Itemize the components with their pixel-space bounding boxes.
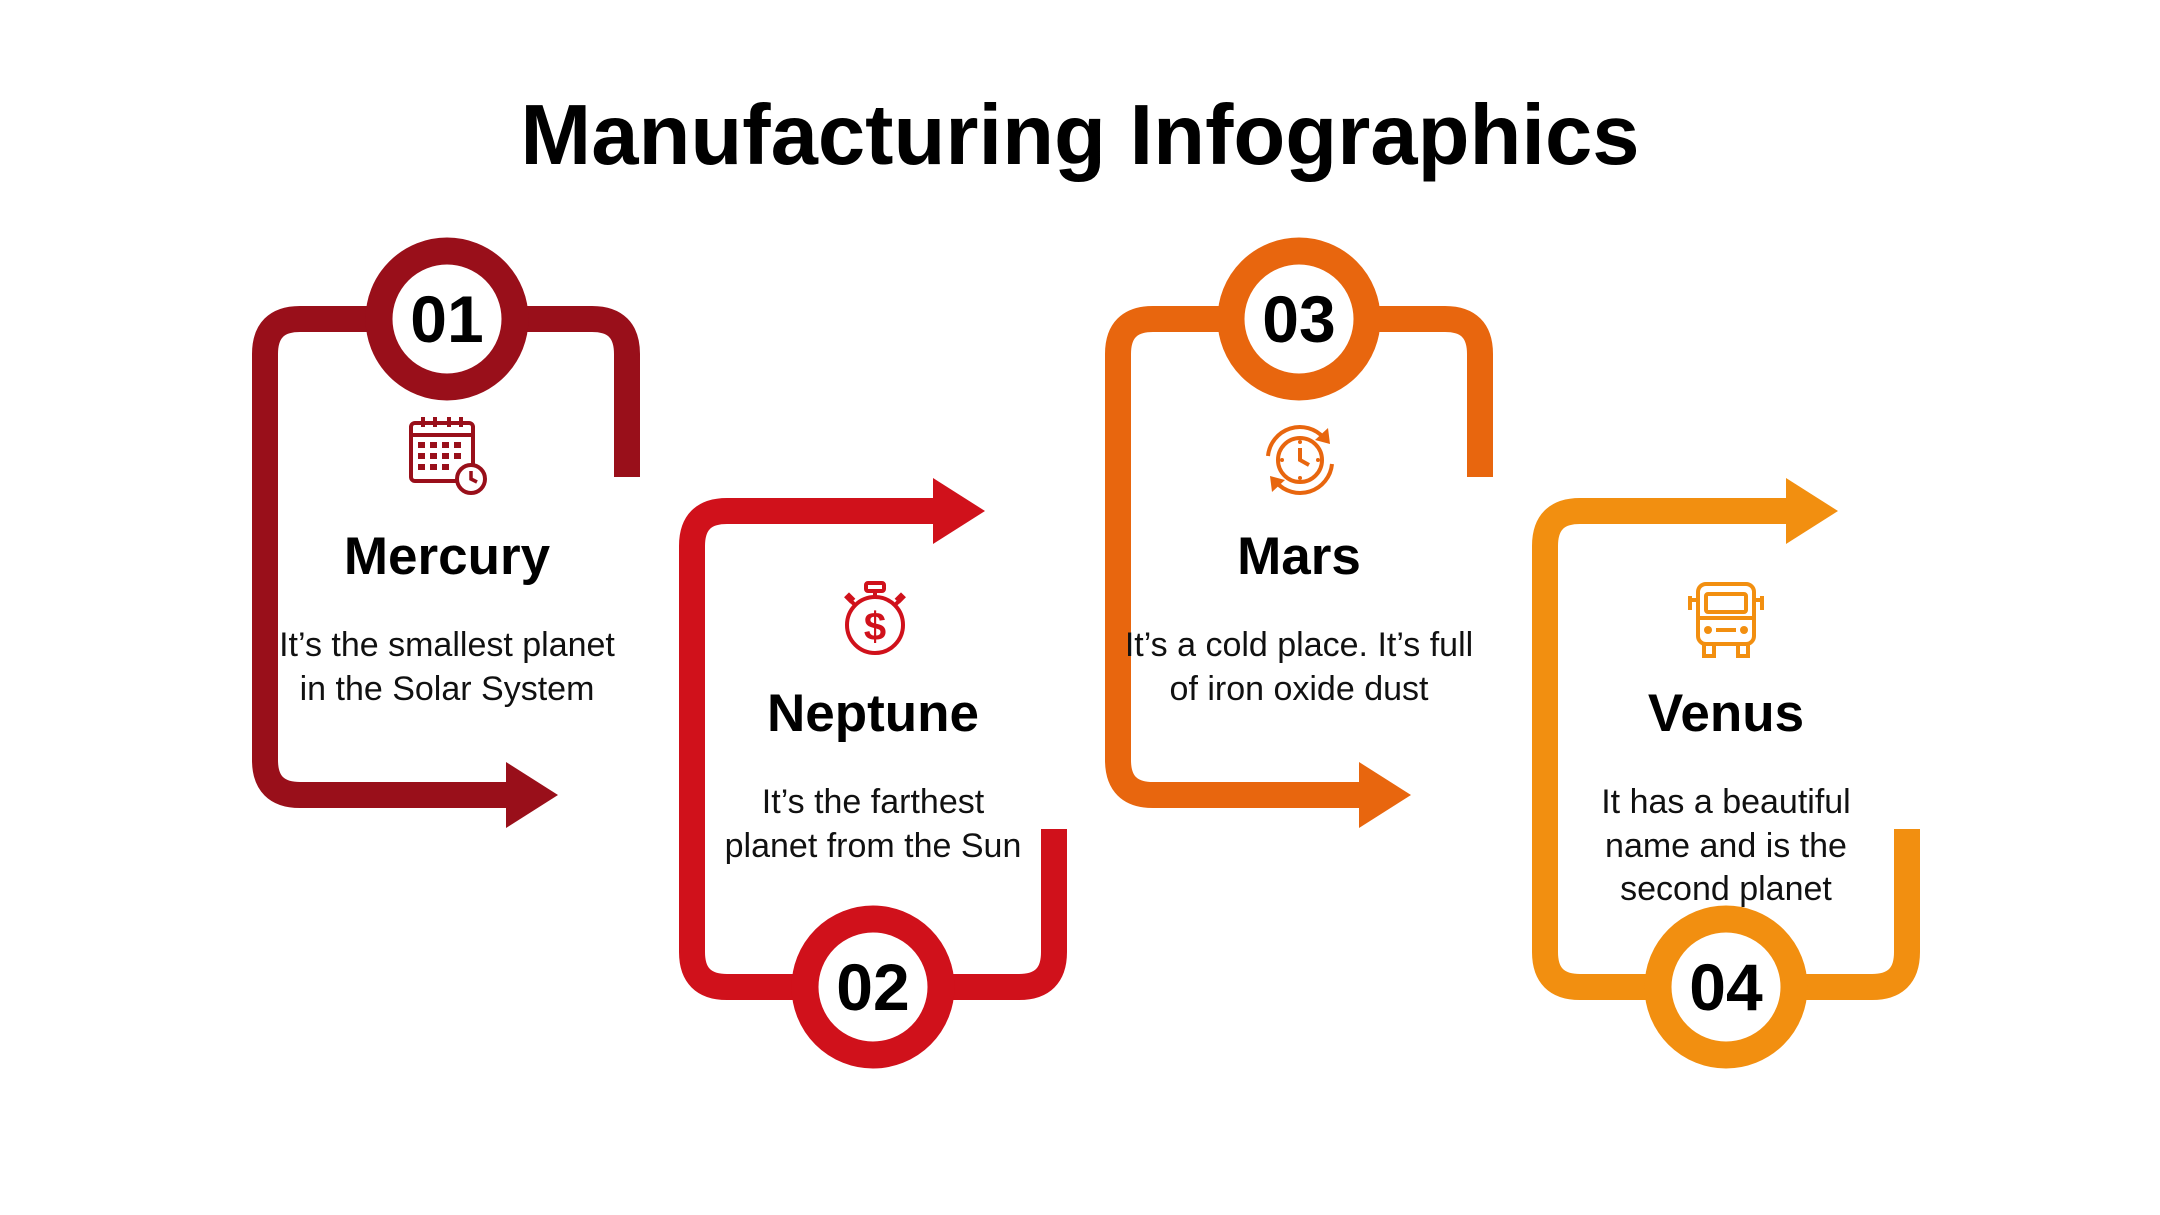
step-4-heading: Venus xyxy=(1647,684,1805,743)
money-stopwatch-icon: $ xyxy=(844,581,906,655)
page-title: Manufacturing Infographics xyxy=(520,88,1640,183)
step-2-description: It’s the farthest planet from the Sun xyxy=(724,783,1022,865)
step-1-frame xyxy=(252,237,640,828)
step-3-heading: Mars xyxy=(1237,527,1361,586)
step-3-frame xyxy=(1105,237,1493,828)
calendar-clock-icon xyxy=(409,417,487,495)
step-4-number: 04 xyxy=(1689,950,1763,1024)
step-4-arrowhead xyxy=(1786,478,1838,544)
step-3-arrowhead xyxy=(1359,762,1411,828)
bus-icon xyxy=(1688,582,1764,658)
step-3-description: It’s a cold place. It’s full of iron oxi… xyxy=(1124,626,1474,708)
step-1-number-circle xyxy=(365,237,529,401)
step-2-arrowhead xyxy=(933,478,985,544)
step-3-number: 03 xyxy=(1262,282,1336,356)
step-2-number: 02 xyxy=(836,950,910,1024)
step-4-description: It has a beautiful name and is the secon… xyxy=(1601,783,1851,908)
step-1-description: It’s the smallest planet in the Solar Sy… xyxy=(279,626,615,708)
step-1-arrowhead xyxy=(506,762,558,828)
step-1-heading: Mercury xyxy=(343,527,551,586)
svg-text:$: $ xyxy=(864,605,886,649)
step-2-frame xyxy=(679,478,1067,1069)
step-4-frame xyxy=(1532,478,1920,1069)
step-2-number-circle xyxy=(791,905,955,1069)
step-1-number: 01 xyxy=(410,282,484,356)
clock-cycle-icon xyxy=(1266,425,1334,495)
step-4-number-circle xyxy=(1644,905,1808,1069)
step-3-number-circle xyxy=(1217,237,1381,401)
step-2-heading: Neptune xyxy=(767,684,979,743)
